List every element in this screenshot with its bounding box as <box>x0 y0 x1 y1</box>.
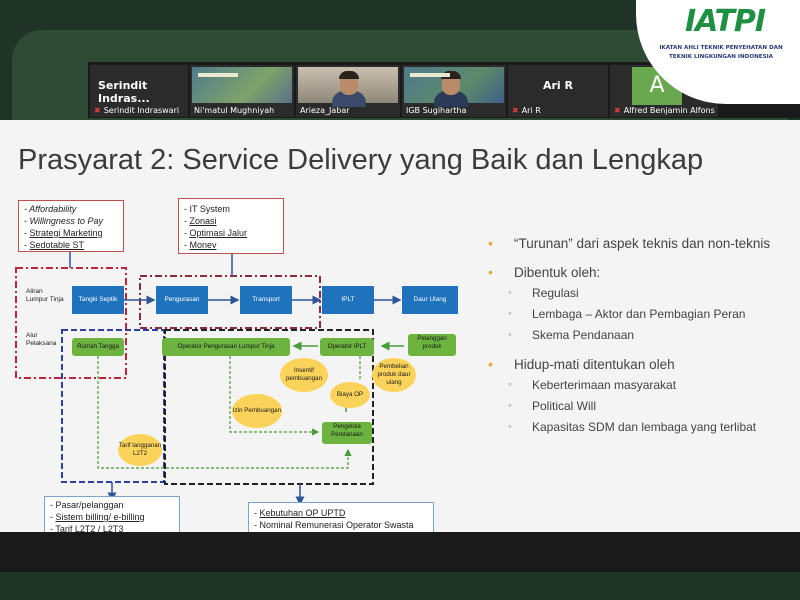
camera-feed <box>404 67 504 103</box>
sub-bullet-item: Keberterimaan masyarakat <box>488 375 788 396</box>
flow-step-transport: Transport <box>240 286 292 314</box>
camera-feed <box>298 67 398 103</box>
ellipse-izin: Izin Pembuangan <box>232 394 282 428</box>
flow-step-iplt: IPLT <box>322 286 374 314</box>
bullet-item: Dibentuk oleh: <box>488 262 788 283</box>
participant-tile-1[interactable]: Serindit Indras... ✖Serindit Indraswari <box>90 65 188 117</box>
sub-bullet-item: Lembaga – Aktor dan Pembagian Peran <box>488 304 788 325</box>
flow-step-daur-ulang: Daur Ulang <box>402 286 458 314</box>
list-item: - IT System <box>184 203 247 215</box>
flow-step-pengurasan: Pengurasan <box>156 286 208 314</box>
sub-bullet-item: Regulasi <box>488 283 788 304</box>
list-item: - Tarif L2T2 / L2T3 <box>50 523 145 532</box>
billing-list: - Pasar/pelanggan - Sistem billing/ e-bi… <box>50 499 145 532</box>
list-item: - Strategi Marketing <box>24 227 103 239</box>
list-item: - Optimasi Jalur <box>184 227 247 239</box>
participant-tile-4[interactable]: IGB Sugihartha <box>402 65 506 117</box>
list-item: - Nominal Remunerasi Operator Swasta <box>254 519 414 531</box>
row-label-actors: Alur Pelaksana <box>26 332 66 348</box>
participant-tile-2[interactable]: Ni'matul Mughniyah <box>190 65 294 117</box>
list-item: - Sistem billing/ e-billing <box>50 511 145 523</box>
participant-label: ✖Serindit Indraswari <box>94 106 179 115</box>
sub-bullet-item: Political Will <box>488 396 788 417</box>
affordability-list: - Affordability - Willingness to Pay - S… <box>24 203 103 251</box>
muted-mic-icon: ✖ <box>614 106 621 115</box>
participant-label: Arieza_Jabar <box>300 106 350 115</box>
actor-pelanggan-produk: Pelanggan produk <box>408 334 456 356</box>
list-item: - Affordability <box>24 203 103 215</box>
it-system-list: - IT System - Zonasi - Optimasi Jalur - … <box>184 203 247 251</box>
op-uptd-list: - Kebutuhan OP UPTD - Nominal Remunerasi… <box>254 507 414 531</box>
actor-pengelola-pendanaan: Pengelola Pendanaan <box>322 422 372 444</box>
list-item: - Kebutuhan OP UPTD <box>254 507 414 519</box>
participant-label: ✖Ari R <box>512 106 541 115</box>
ellipse-tarif: Tarif langganan L2T2 <box>118 434 162 466</box>
slide-bullets: “Turunan” dari aspek teknis dan non-tekn… <box>488 233 788 438</box>
actor-rumah-tangga: Rumah Tangga <box>72 338 124 356</box>
ellipse-insentif: Insentif pembuangan <box>280 358 328 392</box>
actor-operator-iplt: Operator IPLT <box>320 338 374 356</box>
participant-tile-name: Ari R <box>508 79 608 92</box>
ellipse-biaya-op: Biaya OP <box>330 382 370 408</box>
list-item: - Zonasi <box>184 215 247 227</box>
muted-mic-icon: ✖ <box>512 106 519 115</box>
muted-mic-icon: ✖ <box>94 106 101 115</box>
participant-tile-3[interactable]: Arieza_Jabar <box>296 65 400 117</box>
sub-bullet-item: Kapasitas SDM dan lembaga yang terlibat <box>488 417 788 438</box>
participant-tile-name: Serindit Indras... <box>98 79 188 105</box>
list-item: - Monev <box>184 239 247 251</box>
shared-slide-thumbnail <box>192 67 292 103</box>
list-item: - Pasar/pelanggan <box>50 499 145 511</box>
logo: IATPI <box>670 4 780 39</box>
shared-slide: Prasyarat 2: Service Delivery yang Baik … <box>0 120 800 532</box>
participant-label: ✖Alfred Benjamin Alfons <box>614 106 715 115</box>
participant-label: Ni'matul Mughniyah <box>194 106 274 115</box>
flow-step-tangki-septik: Tangki Septik <box>72 286 124 314</box>
row-label-flow: Aliran Lumpur Tinja <box>26 288 66 304</box>
participant-label: IGB Sugihartha <box>406 106 466 115</box>
logo-subtitle: IKATAN AHLI TEKNIK PENYEHATAN DAN TEKNIK… <box>646 44 796 62</box>
list-item: - Willingness to Pay <box>24 215 103 227</box>
list-item: - Sedotable ST <box>24 239 103 251</box>
bullet-item: Hidup-mati ditentukan oleh <box>488 354 788 375</box>
ellipse-pembelian: Pembelian produk daur ulang <box>372 358 416 392</box>
bullet-item: “Turunan” dari aspek teknis dan non-tekn… <box>488 233 788 254</box>
actor-operator-pengurasan: Operator Pengurasan Lumpur Tinja <box>162 338 290 356</box>
participant-tile-5[interactable]: Ari R ✖Ari R <box>508 65 608 117</box>
sub-bullet-item: Skema Pendanaan <box>488 325 788 346</box>
bottom-bar <box>0 532 800 572</box>
